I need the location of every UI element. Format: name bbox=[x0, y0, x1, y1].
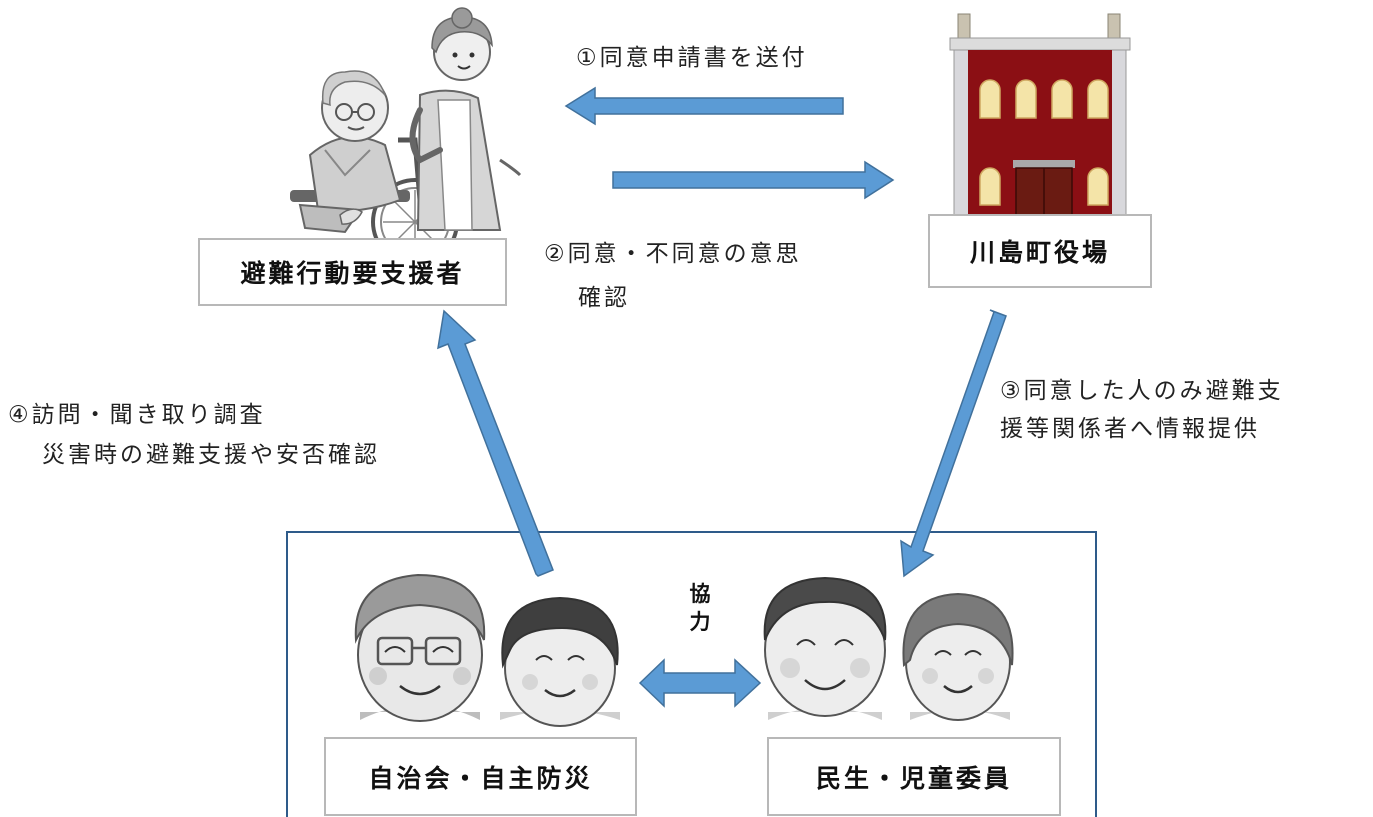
node-welfare: 民生・児童委員 bbox=[767, 737, 1061, 816]
step3-text-line2: 援等関係者へ情報提供 bbox=[1000, 416, 1260, 442]
step1-label: ①同意申請書を送付 bbox=[576, 40, 808, 76]
collaboration-double-arrow bbox=[638, 658, 762, 708]
step4-text-line2: 災害時の避難支援や安否確認 bbox=[42, 442, 380, 468]
elderly-wheelchair-caregiver-icon bbox=[290, 7, 522, 266]
step2-text-line1: ②同意・不同意の意思 bbox=[544, 241, 802, 267]
step2-text-line2: 確認 bbox=[578, 285, 630, 311]
step2-label: ②同意・不同意の意思 確認 bbox=[544, 232, 802, 320]
arrow-step1 bbox=[564, 86, 844, 126]
step3-text-line1: ③同意した人のみ避難支 bbox=[1000, 378, 1284, 404]
node-welfare-label: 民生・児童委員 bbox=[815, 763, 1012, 793]
step4-text-line1: ④訪問・聞き取り調査 bbox=[8, 402, 266, 428]
collaboration-label: 協 力 bbox=[686, 580, 714, 636]
collaboration-char2: 力 bbox=[689, 610, 711, 634]
node-evacuee: 避難行動要支援者 bbox=[198, 238, 507, 306]
step4-label: ④訪問・聞き取り調査 災害時の避難支援や安否確認 bbox=[8, 395, 380, 475]
step3-label: ③同意した人のみ避難支 援等関係者へ情報提供 bbox=[1000, 372, 1284, 448]
node-town-office: 川島町役場 bbox=[928, 214, 1152, 288]
node-neighborhood-label: 自治会・自主防災 bbox=[368, 763, 593, 793]
welfare-commissioners-faces-icon bbox=[763, 576, 1014, 721]
step1-text: ①同意申請書を送付 bbox=[576, 45, 808, 71]
collaboration-group-frame bbox=[286, 531, 1097, 817]
node-neighborhood: 自治会・自主防災 bbox=[324, 737, 637, 816]
residents-faces-icon bbox=[354, 573, 620, 727]
arrow-step2 bbox=[612, 160, 895, 200]
arrow-step4 bbox=[437, 309, 554, 577]
node-evacuee-label: 避難行動要支援者 bbox=[240, 259, 465, 288]
node-town-office-label: 川島町役場 bbox=[969, 238, 1110, 267]
arrow-step3 bbox=[900, 309, 1007, 578]
town-hall-building-icon bbox=[949, 13, 1131, 219]
collaboration-char1: 協 bbox=[689, 582, 711, 606]
